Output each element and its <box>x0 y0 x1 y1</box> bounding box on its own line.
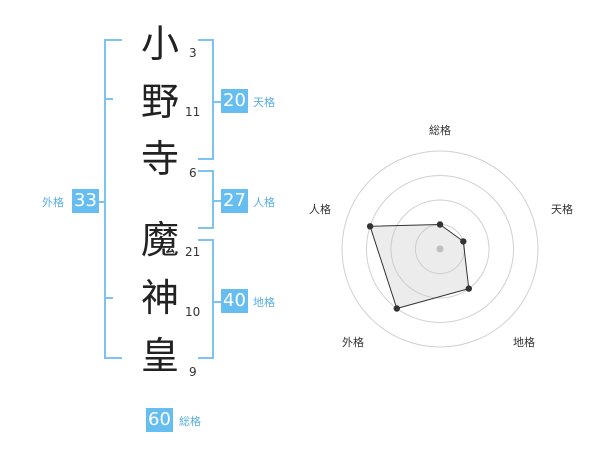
radar-point-3 <box>393 305 400 312</box>
radar-points <box>366 221 472 312</box>
gaikaku-bracket <box>104 39 122 359</box>
chikaku-label: 地格 <box>253 296 275 309</box>
name-char-3: 寺 <box>140 137 179 181</box>
stroke-count-2: 11 <box>185 105 201 119</box>
chikaku-bracket <box>198 239 214 359</box>
radar-grid <box>341 150 539 348</box>
radar-ring-3 <box>366 175 514 323</box>
radar-point-0 <box>436 221 444 228</box>
tenkaku-bracket-connector <box>212 101 222 103</box>
radar-label-soukaku: 総格 <box>429 123 451 137</box>
radar-chart: 総格 天格 地格 外格 人格 <box>309 123 573 349</box>
radar-label-gaikaku: 外格 <box>342 335 364 349</box>
radar-point-1 <box>460 238 467 245</box>
jinkaku-badge: 27 <box>221 189 248 213</box>
chikaku-badge: 40 <box>221 289 248 313</box>
name-char-6: 皇 <box>140 334 179 378</box>
radar-label-tenkaku: 天格 <box>551 202 573 216</box>
name-char-5: 神 <box>140 276 179 320</box>
gaikaku-bracket-connector <box>96 201 104 203</box>
tenkaku-bracket <box>198 39 214 160</box>
radar-label-jinkaku: 人格 <box>309 202 331 216</box>
stroke-count-1: 3 <box>189 46 197 60</box>
chikaku-bracket-connector <box>212 301 222 303</box>
name-char-4: 魔 <box>140 218 179 262</box>
radar-ring-4 <box>341 150 539 348</box>
stroke-count-3: 6 <box>189 166 197 180</box>
gaikaku-bracket-tick-bottom <box>104 297 113 299</box>
radar-ring-2 <box>390 199 490 299</box>
tenkaku-badge: 20 <box>221 89 248 113</box>
name-char-1: 小 <box>140 22 179 66</box>
jinkaku-bracket-connector <box>212 200 222 202</box>
soukaku-badge: 60 <box>146 408 173 432</box>
jinkaku-label: 人格 <box>253 196 275 209</box>
radar-axis-labels: 総格 天格 地格 外格 人格 <box>309 123 573 349</box>
gaikaku-label: 外格 <box>42 196 64 209</box>
radar-label-chikaku: 地格 <box>513 335 535 349</box>
tenkaku-label: 天格 <box>253 96 275 109</box>
radar-point-2 <box>465 285 472 292</box>
stroke-count-5: 10 <box>185 305 201 319</box>
name-char-2: 野 <box>140 80 179 124</box>
radar-area <box>369 223 470 310</box>
stroke-count-6: 9 <box>189 365 197 379</box>
soukaku-label: 総格 <box>179 415 201 428</box>
radar-point-4 <box>366 223 374 230</box>
gaikaku-bracket-tick-top <box>104 98 113 100</box>
jinkaku-bracket <box>198 170 214 229</box>
stroke-count-4: 21 <box>185 245 201 259</box>
radar-center-dot <box>436 245 444 253</box>
gaikaku-badge: 33 <box>72 189 99 213</box>
